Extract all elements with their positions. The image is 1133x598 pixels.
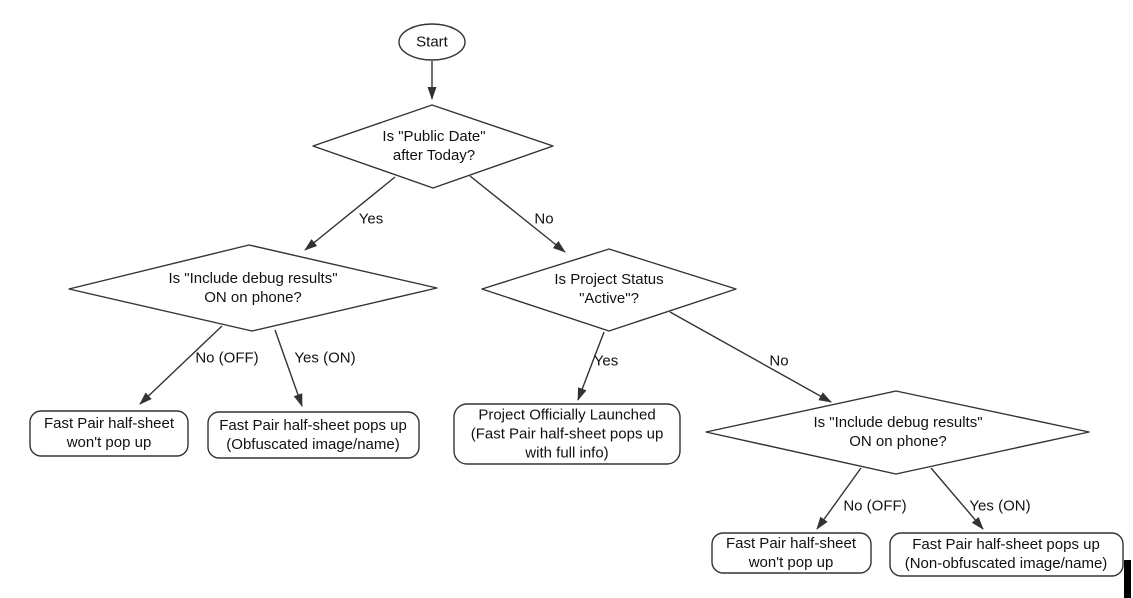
decision-status-shape [481, 248, 737, 332]
arrow-debug-left-yes [274, 329, 303, 407]
result-launched-shape [453, 403, 681, 465]
decision-debug-right-label: Is "Include debug results" ON on phone? [813, 414, 983, 450]
arrow-debug-right-yes [930, 467, 984, 530]
result-no-popup-left-label: Fast Pair half-sheet won't pop up [43, 415, 175, 451]
edge-label-debug-left-yes: Yes (ON) [294, 349, 356, 367]
decision-debug-right-shape [705, 390, 1090, 475]
result-launched-label: Project Officially Launched (Fast Pair h… [470, 406, 664, 462]
result-no-popup-left-shape [29, 410, 189, 457]
result-no-popup-right-label: Fast Pair half-sheet won't pop up [725, 535, 857, 571]
edge-label-status-no: No [769, 352, 789, 370]
decision-debug-left-shape [68, 244, 438, 332]
text-cursor [1124, 560, 1131, 598]
decision-public-date-label: Is "Public Date" after Today? [382, 128, 486, 164]
decision-status-label: Is Project Status "Active"? [554, 271, 664, 307]
start-label: Start [416, 33, 448, 51]
arrow-status-yes [577, 331, 605, 401]
edge-label-debug-right-no: No (OFF) [843, 497, 907, 515]
decision-debug-left-label: Is "Include debug results" ON on phone? [168, 270, 338, 306]
arrow-status-no [669, 311, 832, 403]
edge-label-debug-left-no: No (OFF) [195, 349, 259, 367]
start-terminator-shape [398, 23, 466, 61]
arrow-debug-left-no [139, 325, 223, 405]
edge-label-public-date-yes: Yes [358, 210, 384, 228]
result-no-popup-right-shape [711, 532, 872, 574]
arrow-public-date-no [469, 175, 566, 253]
arrow-public-date-yes [304, 176, 396, 251]
decision-public-date-shape [312, 104, 554, 189]
result-obfuscated-label: Fast Pair half-sheet pops up (Obfuscated… [219, 417, 407, 453]
arrow-debug-right-no [816, 467, 862, 530]
edge-label-debug-right-yes: Yes (ON) [969, 497, 1031, 515]
result-non-obfuscated-shape [889, 532, 1124, 577]
edge-label-status-yes: Yes [593, 352, 619, 370]
result-obfuscated-shape [207, 411, 420, 459]
edge-label-public-date-no: No [534, 210, 554, 228]
result-non-obfuscated-label: Fast Pair half-sheet pops up (Non-obfusc… [904, 536, 1108, 572]
